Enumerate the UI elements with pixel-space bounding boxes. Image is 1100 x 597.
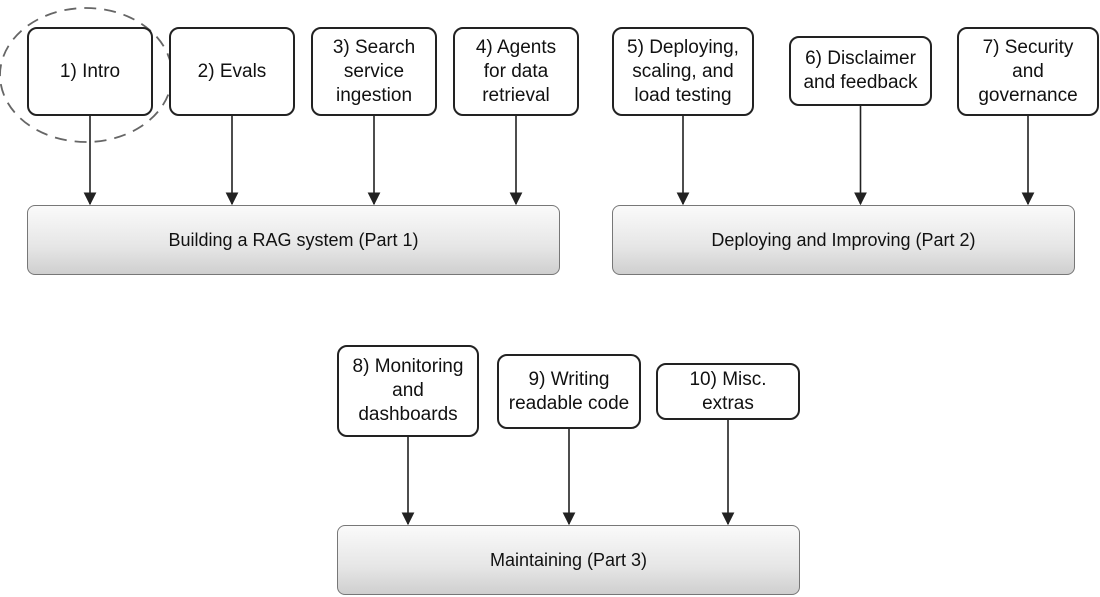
topic-agents: 4) Agents for data retrieval (453, 27, 579, 116)
topic-disclaimer: 6) Disclaimer and feedback (789, 36, 932, 106)
topic-security: 7) Security and governance (957, 27, 1099, 116)
topic-deploying: 5) Deploying, scaling, and load testing (612, 27, 754, 116)
topic-evals: 2) Evals (169, 27, 295, 116)
topic-search-ingestion: 3) Search service ingestion (311, 27, 437, 116)
topic-readable-code: 9) Writing readable code (497, 354, 641, 429)
topic-monitoring: 8) Monitoring and dashboards (337, 345, 479, 437)
part1-bar: Building a RAG system (Part 1) (27, 205, 560, 275)
part2-bar: Deploying and Improving (Part 2) (612, 205, 1075, 275)
topic-misc: 10) Misc. extras (656, 363, 800, 420)
part3-bar: Maintaining (Part 3) (337, 525, 800, 595)
topic-intro: 1) Intro (27, 27, 153, 116)
